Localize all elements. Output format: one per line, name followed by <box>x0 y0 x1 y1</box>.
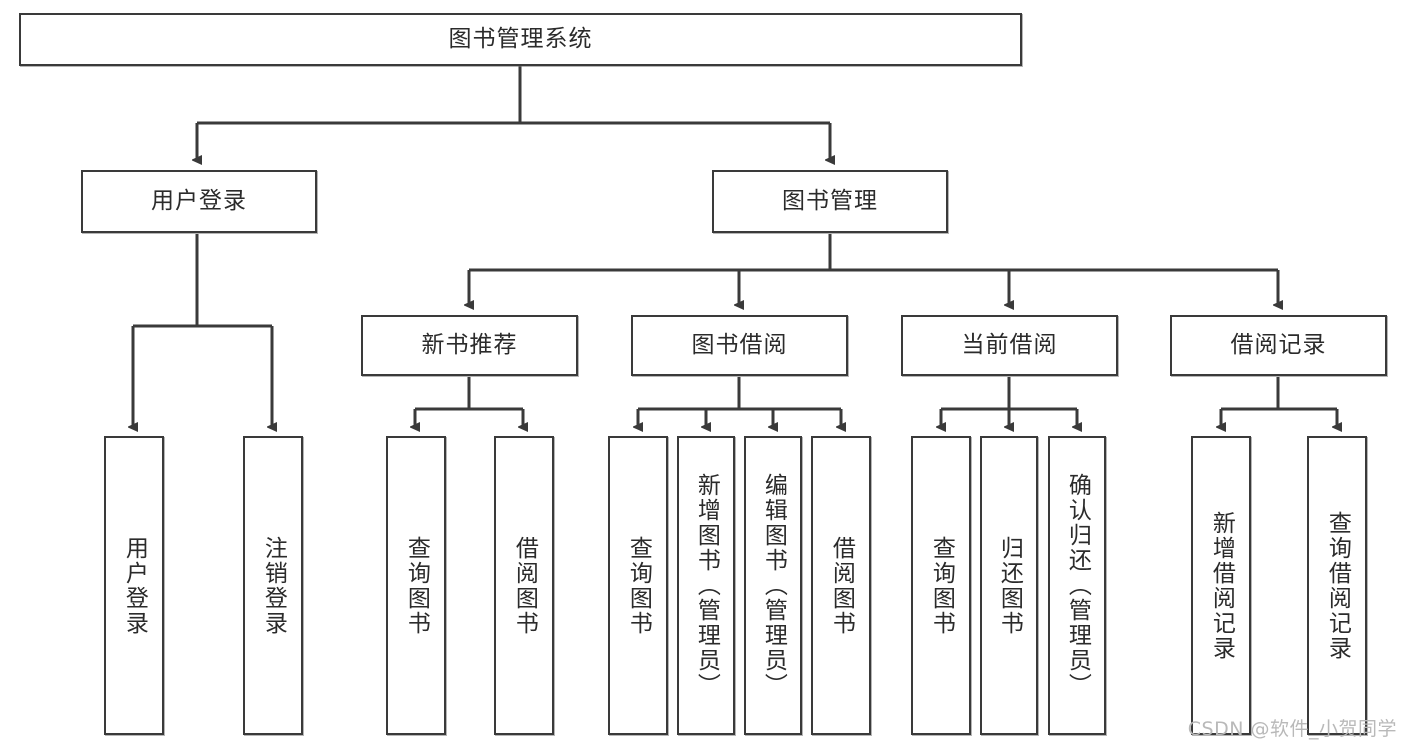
leaf-edit-book-label: 编辑图书（管理员） <box>760 473 787 698</box>
node-current-borrow-label: 当前借阅 <box>961 332 1058 359</box>
node-book-borrow-label: 图书借阅 <box>691 332 788 359</box>
leaf-user-login[interactable]: 用户登录 <box>104 436 164 735</box>
leaf-add-record-label: 新增借阅记录 <box>1208 510 1235 661</box>
leaf-confirm-return-label: 确认归还（管理员） <box>1064 473 1091 698</box>
node-user-login-label: 用户登录 <box>151 188 247 215</box>
leaf-add-book[interactable]: 新增图书（管理员） <box>677 436 735 735</box>
node-book-manage-label: 图书管理 <box>782 188 878 215</box>
leaf-user-login-label: 用户登录 <box>121 535 148 636</box>
leaf-confirm-return[interactable]: 确认归还（管理员） <box>1048 436 1106 735</box>
leaf-borrow-book-2[interactable]: 借阅图书 <box>811 436 871 735</box>
node-user-login[interactable]: 用户登录 <box>81 170 317 233</box>
leaf-query-book-3-label: 查询图书 <box>928 535 955 636</box>
leaf-return-book-label: 归还图书 <box>996 535 1023 636</box>
leaf-borrow-book-1[interactable]: 借阅图书 <box>494 436 554 735</box>
leaf-query-book-2-label: 查询图书 <box>625 535 652 636</box>
node-book-manage[interactable]: 图书管理 <box>712 170 948 233</box>
leaf-edit-book[interactable]: 编辑图书（管理员） <box>744 436 802 735</box>
node-new-book-recommend-label: 新书推荐 <box>421 332 518 359</box>
leaf-query-book-2[interactable]: 查询图书 <box>608 436 668 735</box>
node-root-label: 图书管理系统 <box>448 26 593 53</box>
leaf-query-book-1-label: 查询图书 <box>403 535 430 636</box>
node-borrow-record[interactable]: 借阅记录 <box>1170 315 1387 376</box>
leaf-logout[interactable]: 注销登录 <box>243 436 303 735</box>
leaf-query-book-3[interactable]: 查询图书 <box>911 436 971 735</box>
node-root[interactable]: 图书管理系统 <box>19 13 1022 66</box>
leaf-query-record-label: 查询借阅记录 <box>1324 510 1351 661</box>
leaf-borrow-book-2-label: 借阅图书 <box>828 535 855 636</box>
node-new-book-recommend[interactable]: 新书推荐 <box>361 315 578 376</box>
watermark: CSDN @软件_小贺同学 <box>1187 718 1397 740</box>
node-current-borrow[interactable]: 当前借阅 <box>901 315 1118 376</box>
leaf-query-record[interactable]: 查询借阅记录 <box>1307 436 1367 735</box>
leaf-query-book-1[interactable]: 查询图书 <box>386 436 446 735</box>
leaf-add-book-label: 新增图书（管理员） <box>693 473 720 698</box>
leaf-return-book[interactable]: 归还图书 <box>980 436 1038 735</box>
node-borrow-record-label: 借阅记录 <box>1230 332 1327 359</box>
node-book-borrow[interactable]: 图书借阅 <box>631 315 848 376</box>
leaf-logout-label: 注销登录 <box>260 535 287 636</box>
leaf-add-record[interactable]: 新增借阅记录 <box>1191 436 1251 735</box>
leaf-borrow-book-1-label: 借阅图书 <box>511 535 538 636</box>
